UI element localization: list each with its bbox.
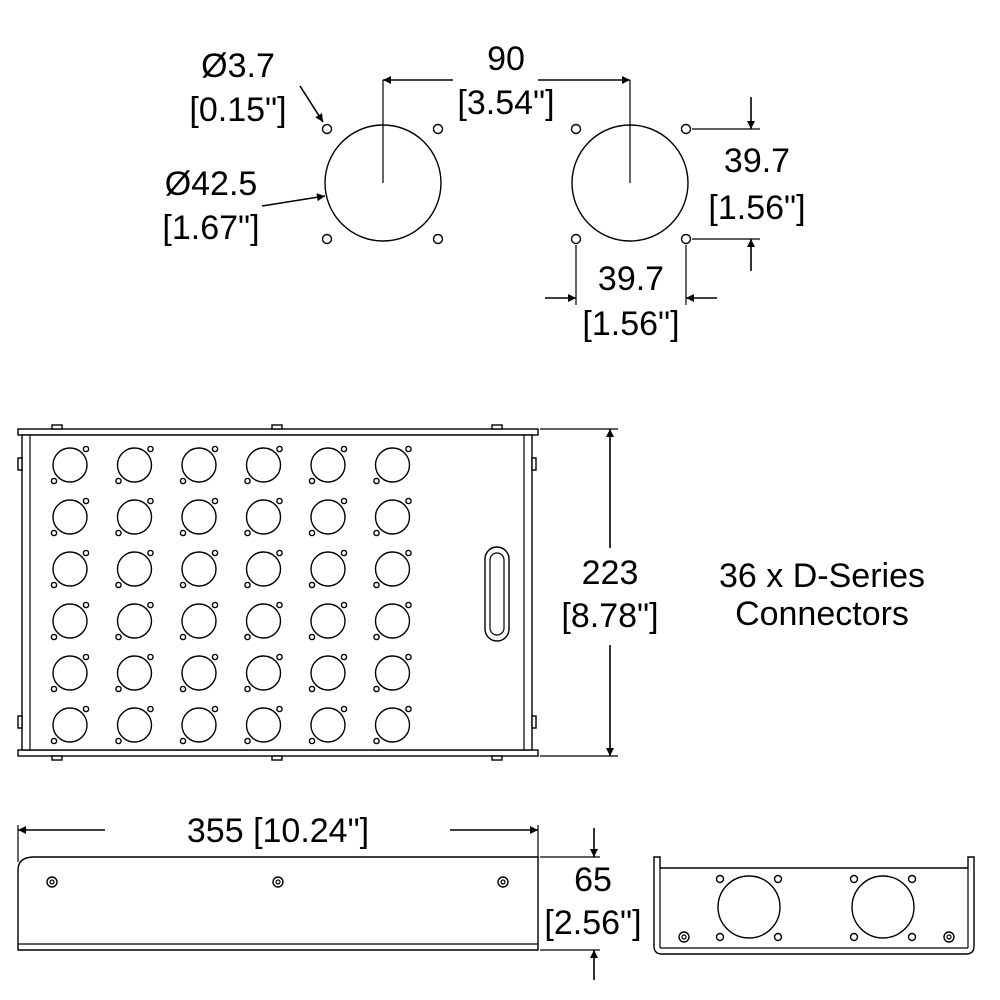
- connector-cutout: [308, 653, 348, 693]
- large-hole-dia-label-in: [1.67"]: [162, 209, 259, 247]
- connector-cutout: [50, 601, 90, 641]
- connector-cutout: [179, 653, 219, 693]
- connector-cutout: [308, 601, 348, 641]
- width-label: 355 [10.24"]: [187, 812, 369, 850]
- mount-hole: [680, 233, 692, 245]
- side-panel: [17, 856, 539, 951]
- screw-icon: [497, 876, 509, 888]
- connector-cutout: [308, 497, 348, 537]
- connector-cutout: [115, 601, 154, 641]
- end-connector-cutout: [717, 875, 781, 939]
- connector-cutout: [115, 549, 154, 589]
- depth-label: 65: [574, 861, 612, 899]
- connector-cutout: [244, 497, 283, 537]
- mount-hole: [680, 123, 692, 135]
- connector-cutout: [50, 653, 90, 693]
- front-view: 223 [8.78"] 36 x D-Series Connectors: [17, 424, 925, 761]
- screw-icon: [678, 931, 690, 943]
- connector-cutout: [115, 705, 154, 745]
- mount-hole: [570, 123, 582, 135]
- height-label: 223: [582, 554, 639, 592]
- connector-cutout: [179, 497, 219, 537]
- screw-icon: [272, 876, 284, 888]
- end-panel: [653, 856, 975, 955]
- screw-icon: [46, 876, 58, 888]
- small-hole-dia-label-in: [0.15"]: [189, 91, 286, 129]
- connector-cutout: [115, 445, 154, 485]
- bottom-flange: [17, 749, 539, 757]
- mount-hole: [321, 233, 333, 245]
- connector-cutout: [244, 445, 283, 485]
- connector-cutout: [179, 445, 219, 485]
- connector-cutout: [244, 601, 283, 641]
- connector-cutout: [179, 601, 219, 641]
- side-view: 355 [10.24"] 65 [2.56"]: [17, 812, 642, 980]
- mount-hole: [432, 123, 444, 135]
- note-line-1: 36 x D-Series: [719, 557, 925, 595]
- connector-cutout: [179, 549, 219, 589]
- connector-cutout: [244, 549, 283, 589]
- depth-label-in: [2.56"]: [544, 904, 641, 942]
- connector-cutout: [373, 445, 412, 485]
- small-hole-leader: [299, 85, 324, 123]
- connector-cutout: [244, 705, 283, 745]
- connector-cutout: [50, 445, 90, 485]
- top-flange: [17, 428, 539, 436]
- vertical-spacing-label-in: [1.56"]: [708, 189, 805, 227]
- center-spacing-label-in: [3.54"]: [457, 84, 554, 122]
- connector-cutout: [373, 653, 412, 693]
- connector-cutout: [373, 497, 412, 537]
- height-label-in: [8.78"]: [561, 597, 658, 635]
- connector-cutout: [115, 653, 154, 693]
- note-line-2: Connectors: [735, 595, 909, 633]
- connector-cutout: [115, 497, 154, 537]
- horizontal-spacing-label: 39.7: [598, 260, 664, 298]
- mount-hole: [321, 123, 333, 135]
- small-hole-dia-label: Ø3.7: [201, 47, 275, 85]
- front-plate: [21, 434, 533, 751]
- handle-slot: [484, 546, 510, 642]
- center-spacing-label: 90: [487, 40, 525, 78]
- end-connector-cutout: [851, 875, 915, 939]
- mount-hole: [570, 233, 582, 245]
- vertical-spacing-label: 39.7: [724, 142, 790, 180]
- connector-cutout: [308, 705, 348, 745]
- connector-cutout: [244, 653, 283, 693]
- connector-cutout: [373, 601, 412, 641]
- horizontal-spacing-label-in: [1.56"]: [582, 305, 679, 343]
- end-view: [653, 856, 975, 955]
- large-hole-dia-label: Ø42.5: [165, 165, 258, 203]
- connector-cutout: [50, 549, 90, 589]
- connector-cutout: [50, 497, 90, 537]
- hole-detail-view: 90 [3.54"] Ø3.7 [0.15"] Ø42.5 [1.67"] 39…: [162, 40, 805, 343]
- mount-hole: [432, 233, 444, 245]
- connector-cutout: [308, 549, 348, 589]
- connector-grid: [50, 445, 412, 745]
- connector-cutout: [50, 705, 90, 745]
- connector-cutout: [308, 445, 348, 485]
- connector-cutout: [373, 705, 412, 745]
- connector-cutout: [179, 705, 219, 745]
- large-hole-leader: [261, 193, 326, 207]
- screw-icon: [943, 931, 955, 943]
- connector-cutout: [373, 549, 412, 589]
